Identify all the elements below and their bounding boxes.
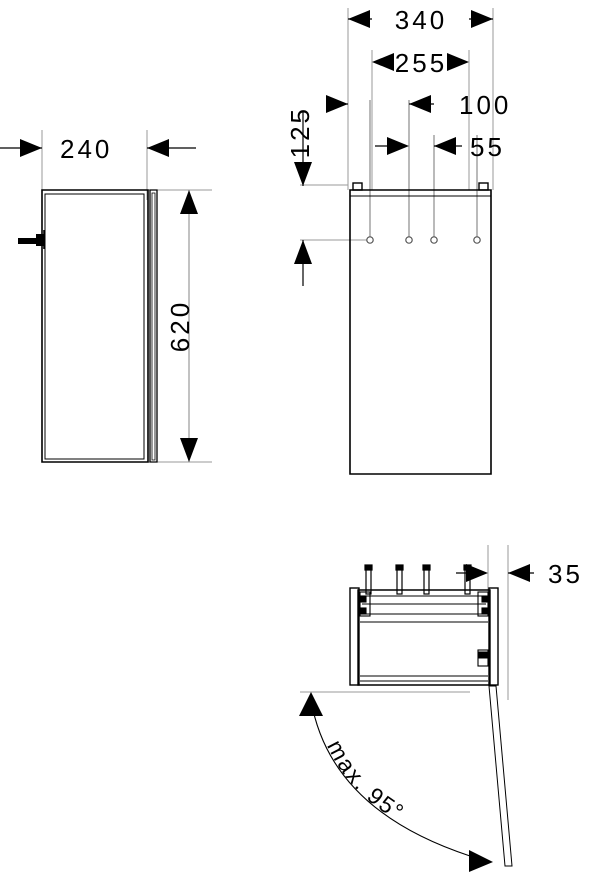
dimension-340: 340 — [348, 5, 493, 35]
front-elevation-view: 340 255 125 100 — [285, 5, 511, 475]
plan-extension-lines — [300, 545, 509, 700]
side-cabinet-body — [41, 189, 158, 463]
front-mounting-holes — [366, 236, 481, 244]
arrowhead-255-right — [447, 53, 469, 71]
arrowhead-340-right — [471, 10, 493, 28]
front-cabinet-body — [349, 189, 492, 475]
arrowhead-125-bottom — [294, 162, 312, 186]
side-elevation-view: 240 620 — [0, 130, 212, 463]
dimension-125: 125 — [285, 106, 315, 186]
front-mounting-tabs — [352, 182, 489, 191]
arrowhead-angle-end — [469, 850, 493, 872]
door-handle-icon — [18, 230, 45, 249]
plan-cabinet-body — [349, 587, 499, 686]
plan-wall-brackets — [364, 564, 472, 595]
arrowhead-620-bottom — [180, 438, 198, 462]
plan-hinge-hardware — [359, 591, 489, 667]
mounting-hole — [473, 236, 481, 244]
arrowhead-620-top — [180, 190, 198, 214]
angle-arc — [310, 699, 471, 857]
dimension-125-lower-arrow — [294, 240, 312, 286]
plan-open-door-leaf — [488, 685, 513, 867]
arrowhead-55-left — [387, 137, 409, 155]
front-extension-lines — [300, 8, 494, 241]
mounting-hole — [366, 236, 374, 244]
arrowhead-255-left — [372, 53, 394, 71]
dimension-label-340: 340 — [395, 5, 447, 35]
arrowhead-240-right — [147, 139, 169, 157]
arrowhead-35-right — [508, 564, 530, 582]
dimension-label-620: 620 — [165, 300, 195, 352]
dimension-100: 100 — [409, 90, 511, 120]
dimension-240: 240 — [0, 134, 196, 164]
dimension-125-top-arrow — [326, 95, 348, 113]
arrowhead-55-right — [434, 137, 456, 155]
dimension-255: 255 — [372, 48, 469, 78]
dimension-label-35: 35 — [548, 559, 583, 589]
dimension-label-125: 125 — [285, 106, 315, 158]
hole-locator-lines — [369, 100, 478, 238]
dimension-label-255: 255 — [395, 48, 447, 78]
dimension-label-55: 55 — [470, 132, 505, 162]
dimension-620: 620 — [165, 190, 198, 462]
mounting-hole — [405, 236, 413, 244]
arrowhead-angle-start — [299, 692, 323, 716]
dimension-55: 55 — [375, 132, 505, 162]
arrowhead-240-left — [20, 139, 42, 157]
mounting-hole — [430, 236, 438, 244]
arrowhead-100 — [409, 95, 431, 113]
dimension-label-100: 100 — [459, 90, 511, 120]
dimension-label-240: 240 — [60, 134, 112, 164]
arrowhead-340-left — [348, 10, 370, 28]
